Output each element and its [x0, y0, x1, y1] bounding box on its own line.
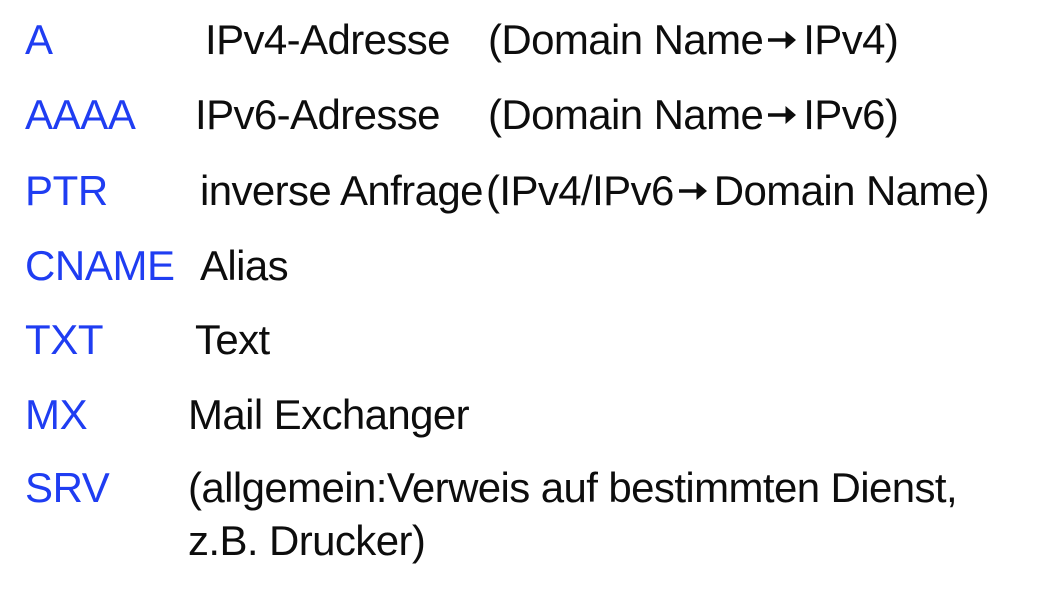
note-suffix: IPv4)	[803, 16, 899, 63]
record-type-a: A	[25, 16, 53, 63]
record-type-ptr: PTR	[25, 167, 108, 214]
record-description-srv-line2: z.B. Drucker)	[188, 517, 426, 564]
record-type-txt: TXT	[25, 316, 104, 363]
arrow-right-icon	[677, 176, 709, 206]
list-item: AAAA IPv6-Adresse (Domain Name IPv6)	[0, 93, 1060, 168]
record-type-mx: MX	[25, 391, 88, 438]
arrow-right-icon	[766, 100, 798, 130]
note-prefix: (Domain Name	[488, 16, 764, 63]
record-note-ptr: (IPv4/IPv6 Domain Name)	[486, 167, 990, 214]
note-prefix: (IPv4/IPv6	[486, 167, 674, 214]
record-description-aaaa: IPv6-Adresse	[195, 91, 441, 138]
record-description-ptr: inverse Anfrage	[200, 167, 483, 214]
record-type-cname: CNAME	[25, 242, 175, 289]
arrow-right-icon	[766, 25, 798, 55]
note-suffix: IPv6)	[803, 91, 899, 138]
record-type-aaaa: AAAA	[25, 91, 136, 138]
record-description-cname: Alias	[200, 242, 289, 289]
list-item: PTR inverse Anfrage (IPv4/IPv6 Domain Nam…	[0, 169, 1060, 244]
list-item: MX Mail Exchanger	[0, 393, 1060, 468]
record-description-txt: Text	[195, 316, 270, 363]
list-item: SRV (allgemein:Verweis auf bestimmten Di…	[0, 466, 1060, 541]
list-item: A IPv4-Adresse (Domain Name IPv4)	[0, 18, 1060, 93]
record-description-srv: (allgemein:Verweis auf bestimmten Dienst…	[188, 464, 958, 511]
record-note-a: (Domain Name IPv4)	[488, 16, 899, 63]
note-prefix: (Domain Name	[488, 91, 764, 138]
list-item: CNAME Alias	[0, 244, 1060, 319]
record-description-a: IPv4-Adresse	[205, 16, 451, 63]
record-description-mx: Mail Exchanger	[188, 391, 470, 438]
record-type-srv: SRV	[25, 464, 110, 511]
list-item: TXT Text	[0, 318, 1060, 393]
record-note-aaaa: (Domain Name IPv6)	[488, 91, 899, 138]
note-suffix: Domain Name)	[713, 167, 990, 214]
